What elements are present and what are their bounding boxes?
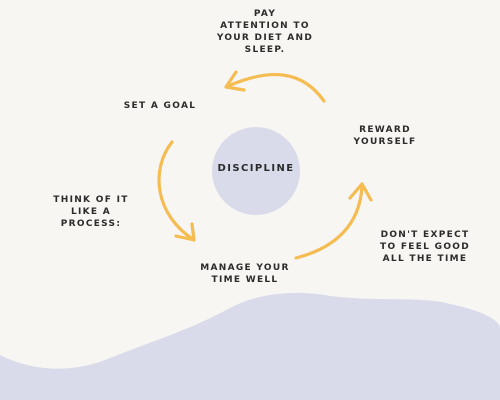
top-arrow-curve [226, 73, 326, 103]
center-circle [212, 127, 300, 215]
left-arrow [157, 140, 196, 242]
bottom-wave-shape [0, 292, 500, 400]
step-pay-attention-label: Pay attention to your diet and sleep. [216, 9, 314, 55]
step-dont-expect-label: Don't expect to feel good all the time [380, 230, 470, 264]
left-arrow-head [174, 222, 196, 242]
right-arrow-head [348, 182, 373, 202]
right-arrow [294, 182, 373, 260]
step-reward-label: Reward yourself [353, 125, 417, 147]
top-arrow [224, 70, 326, 103]
left-arrow-curve [157, 140, 196, 242]
step-manage-time-label: Manage your time well [200, 263, 290, 285]
center-label: Discipline [217, 163, 295, 174]
top-arrow-head [224, 70, 246, 92]
right-arrow-curve [294, 184, 364, 260]
step-set-goal-label: Set a goal [123, 101, 197, 111]
step-think-process-label: Think of it like a process: [53, 195, 129, 229]
